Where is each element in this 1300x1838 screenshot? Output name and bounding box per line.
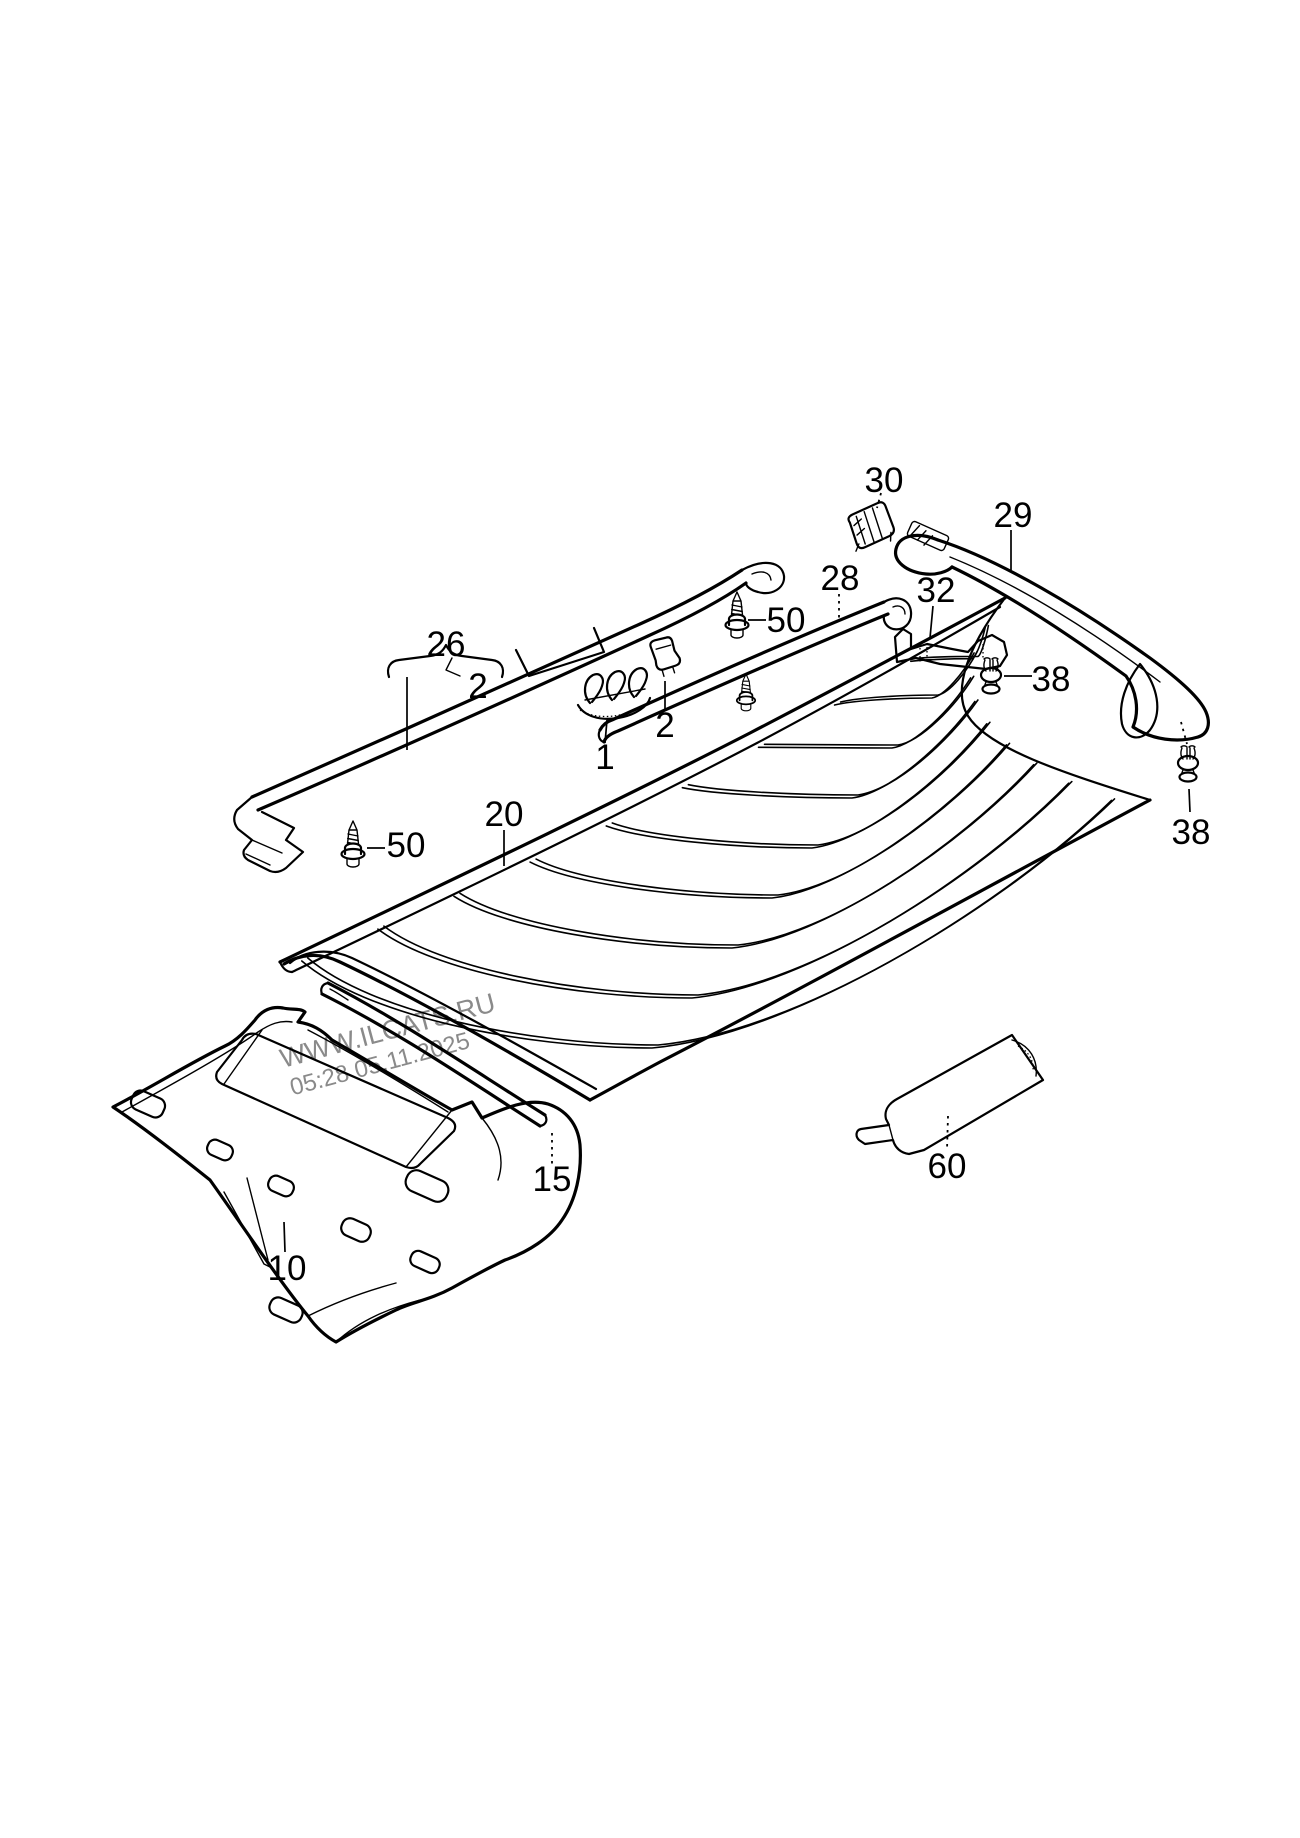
part-label-50-top: 50 <box>767 601 806 640</box>
rivet-38-right-icon <box>1176 744 1200 783</box>
part-label-1: 1 <box>595 738 614 777</box>
screw-50-left-icon <box>340 819 366 869</box>
part-label-10: 10 <box>268 1249 307 1288</box>
part-edge-strip-15 <box>320 981 548 1128</box>
part-label-60: 60 <box>928 1147 967 1186</box>
part-clip-1 <box>576 667 652 720</box>
part-sealant-tube-60 <box>855 1033 1045 1156</box>
brace-26 <box>386 643 505 679</box>
part-label-15: 15 <box>533 1160 572 1199</box>
part-clip-30 <box>847 501 896 552</box>
part-label-38-left: 38 <box>1032 660 1071 699</box>
part-label-38-right: 38 <box>1172 813 1211 852</box>
part-label-28: 28 <box>821 559 860 598</box>
part-roof-panel-20 <box>278 596 1152 1102</box>
screw-50-top-icon <box>724 590 750 640</box>
part-label-30: 30 <box>865 461 904 500</box>
part-label-29: 29 <box>994 496 1033 535</box>
part-label-50-left: 50 <box>387 826 426 865</box>
part-rail-29 <box>894 520 1210 742</box>
part-label-32: 32 <box>917 571 956 610</box>
corrugation-lines <box>301 624 1116 1049</box>
leader-lines <box>283 492 1191 1253</box>
watermark: WWW.ILCATS.RU 05:28 05.11.2025 <box>277 987 499 1101</box>
part-label-26-qty: 2 <box>468 667 487 706</box>
part-label-20: 20 <box>485 795 524 834</box>
part-label-2: 2 <box>655 706 674 745</box>
part-clip-2 <box>649 636 682 678</box>
part-label-26: 26 <box>427 625 466 664</box>
rivet-38-left-icon <box>979 656 1003 695</box>
part-bracket-32 <box>893 627 1009 671</box>
part-rail-28 <box>597 597 913 744</box>
screw-small-icon <box>735 673 757 712</box>
part-headliner-10 <box>111 1005 582 1344</box>
part-trim-strip-26 <box>233 561 786 874</box>
